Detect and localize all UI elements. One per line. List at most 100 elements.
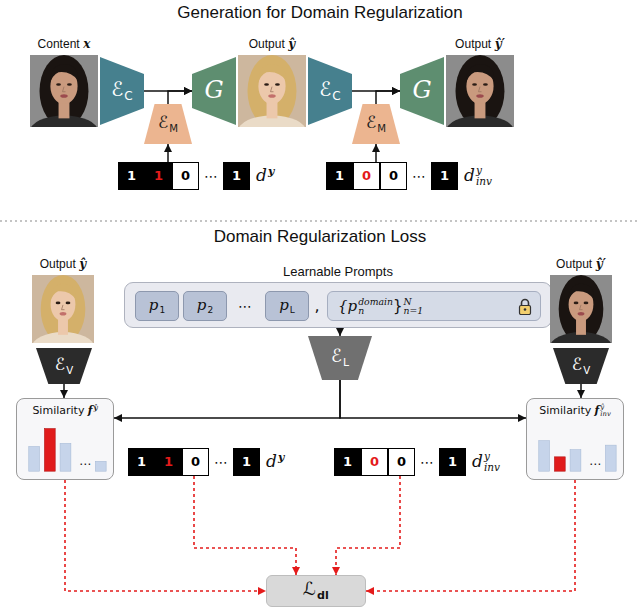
- node-text: ℰ: [111, 77, 123, 101]
- prompt-panel: Learnable Promptsp1p2pL{pdomainn}Nn=1⋯,: [124, 282, 552, 328]
- eye: [584, 302, 589, 305]
- node-text: inv: [484, 462, 500, 473]
- cell-value: 1: [154, 168, 163, 183]
- node-text: N: [404, 297, 424, 306]
- text-group: Contentx: [38, 38, 91, 52]
- domain-vector: dy1101⋯: [118, 162, 250, 190]
- text-group: 0: [397, 455, 406, 470]
- text-group: 1: [448, 455, 457, 470]
- trapezoid: [100, 57, 144, 125]
- text-group: 1: [164, 455, 173, 470]
- bar: [605, 445, 616, 471]
- ellipsis: ⋯: [407, 162, 431, 190]
- lips: [60, 312, 67, 316]
- hair: [559, 275, 604, 343]
- hair-fringe: [50, 64, 79, 83]
- connector: [114, 380, 340, 418]
- node-text: ŷ: [600, 404, 610, 411]
- node-text: y: [484, 451, 500, 462]
- eye: [264, 83, 269, 86]
- domain-vector: dyinv1001⋯: [326, 162, 458, 190]
- hair-fringe: [568, 284, 594, 302]
- cell-value: 1: [137, 454, 146, 469]
- hair: [456, 55, 505, 127]
- vector-cell: 0: [172, 162, 199, 190]
- trapezoid: [553, 348, 609, 384]
- cell-value: 1: [232, 168, 241, 183]
- text-group: ℰM: [158, 113, 178, 134]
- node-text: G: [412, 76, 431, 104]
- vector-cell: 1: [118, 162, 145, 190]
- stacked-script: yinv: [484, 451, 500, 472]
- hair: [248, 55, 297, 127]
- text-group: ℒdl: [303, 579, 329, 603]
- ellipsis: ⋯: [415, 448, 439, 476]
- node-text: 2: [207, 305, 213, 315]
- text-group: dy: [266, 452, 284, 472]
- text-group: Similarityfŷinv: [539, 404, 610, 418]
- stacked-script: ŷinv: [600, 404, 610, 418]
- node-text: n: [358, 306, 393, 315]
- diagram-title: Generation for Domain Regularization: [0, 3, 640, 23]
- node-text: M: [169, 123, 178, 134]
- content-encoder: ℰC: [308, 57, 352, 125]
- eye: [56, 302, 61, 305]
- loss-connector: [366, 480, 575, 591]
- node-text: ŷ: [288, 37, 295, 51]
- ellipsis: ⋯: [229, 291, 261, 321]
- text-group: ℰC: [319, 78, 341, 104]
- bar: [60, 443, 71, 471]
- vector-cell: 0: [353, 162, 380, 190]
- node-text: ℰ: [158, 112, 168, 132]
- node-text: Content: [38, 37, 80, 51]
- portrait: [446, 55, 514, 127]
- text-group: p1: [149, 297, 165, 315]
- node-shape: [352, 104, 400, 144]
- trapezoid: [192, 57, 236, 125]
- node-text: ℒ: [303, 578, 316, 599]
- vector-cell: 0: [182, 448, 209, 476]
- lock-body: [520, 306, 531, 315]
- node-text: ŷ′: [495, 37, 505, 51]
- cell-value: 1: [242, 454, 251, 469]
- text-group: Learnable Prompts: [283, 265, 393, 280]
- node-text: p: [197, 296, 207, 314]
- node-text: Similarity: [539, 404, 591, 417]
- node-text: V: [583, 365, 590, 376]
- trapezoid: [308, 57, 352, 125]
- cell-value: 0: [397, 454, 406, 469]
- connector: [376, 91, 400, 104]
- text-group: 1: [242, 455, 251, 470]
- connector: [63, 384, 65, 398]
- cell-value: 1: [440, 168, 449, 183]
- node-text: d: [266, 451, 277, 471]
- nose: [580, 305, 583, 310]
- prompt-token: p1: [135, 291, 179, 321]
- node-text: d: [256, 165, 267, 185]
- text-group: Outputŷ: [249, 38, 296, 52]
- node-text: inv: [600, 411, 610, 418]
- eye: [56, 83, 61, 86]
- connector: [167, 144, 169, 162]
- loss-connector: [336, 476, 400, 575]
- cell-value: 0: [181, 168, 190, 183]
- text-group: Similarityfŷ: [32, 404, 97, 418]
- node-text: p: [279, 296, 289, 314]
- node-text: ŷ′: [596, 257, 606, 271]
- connector: [339, 328, 341, 336]
- photo-background: [446, 55, 514, 127]
- node-text: Learnable Prompts: [283, 264, 393, 279]
- text-group: Outputŷ′: [556, 258, 606, 272]
- vision-encoder: ℰV: [553, 348, 609, 384]
- text-encoder: ℰL: [308, 336, 372, 380]
- node-text: domain: [358, 297, 393, 306]
- ellipsis: ⋯: [209, 448, 233, 476]
- text-group: ℰM: [366, 113, 386, 134]
- node-text: V: [66, 365, 73, 376]
- vector-cell: 1: [223, 162, 250, 190]
- vector-cell: 1: [334, 448, 361, 476]
- cell-value: 0: [362, 168, 371, 183]
- node-text: inv: [476, 176, 492, 187]
- node-text: C: [124, 89, 132, 103]
- text-group: 1: [154, 169, 163, 184]
